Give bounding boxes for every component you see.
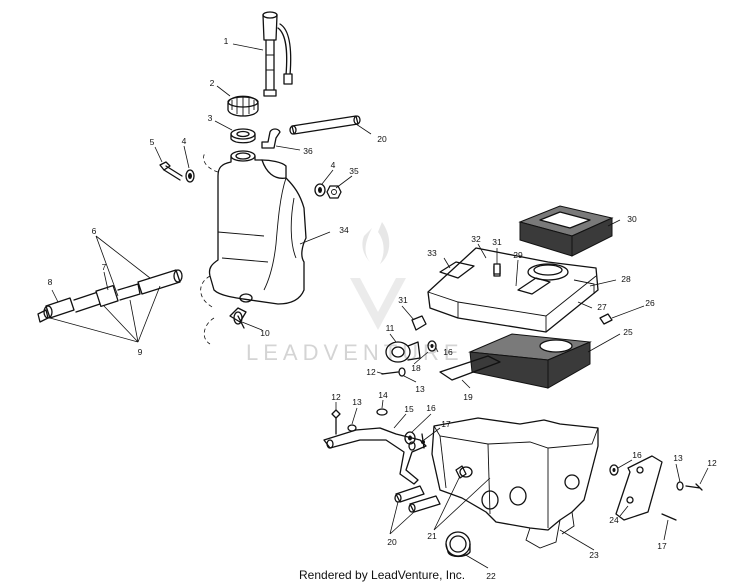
callout-1: 1: [224, 36, 229, 46]
foam-block-part: [518, 205, 614, 257]
callout-16-mid: 16: [426, 403, 436, 413]
vent-hose-part: [289, 115, 361, 135]
washer-13-left-part: [347, 424, 357, 432]
fuel-cap-part: [227, 95, 259, 117]
callout-28: 28: [621, 274, 631, 284]
callout-7: 7: [102, 262, 107, 272]
callout-10: 10: [260, 328, 270, 338]
callout-5: 5: [150, 137, 155, 147]
washer-left-part: [185, 169, 195, 183]
callout-20-upper: 20: [377, 134, 387, 144]
oring-14-part: [376, 408, 388, 416]
callout-31-upper: 31: [492, 237, 502, 247]
leader-lines: [49, 43, 709, 569]
clip-part: [599, 313, 613, 325]
watermark-logo: [350, 222, 406, 330]
fuel-line-assembly-part: [37, 269, 183, 323]
watermark-text: LEADVENTURE: [246, 340, 464, 365]
callout-27: 27: [597, 302, 607, 312]
callout-23: 23: [589, 550, 599, 560]
callout-35: 35: [349, 166, 359, 176]
callout-8: 8: [48, 277, 53, 287]
callout-22: 22: [486, 571, 496, 581]
callout-4-left: 4: [182, 136, 187, 146]
bracket-part: [323, 427, 427, 485]
rubber-ring-part: [445, 531, 471, 558]
callout-30: 30: [627, 214, 637, 224]
grommet-16-mid-part: [404, 431, 416, 445]
callout-labels: 1 2 3 4 5 36 20 4 35 34 6 7 8 9 10 33 32…: [48, 36, 717, 581]
screw-17-mid-part: [421, 433, 425, 449]
callout-12-upper: 12: [366, 367, 376, 377]
drain-hoses-part: [394, 485, 441, 513]
callout-32: 32: [471, 234, 481, 244]
callout-15: 15: [404, 404, 414, 414]
callout-16-right: 16: [632, 450, 642, 460]
clamp-clip-part: [411, 315, 427, 331]
callout-25: 25: [623, 327, 633, 337]
elbow-fitting-part: [261, 128, 281, 149]
callout-18: 18: [411, 363, 421, 373]
washer-13-right-part: [676, 481, 684, 491]
bolt-left-part: [159, 161, 183, 181]
grommet-18-part: [427, 340, 437, 352]
gasket-part: [230, 128, 256, 144]
callout-21: 21: [427, 531, 437, 541]
mount-plate-part: [615, 455, 663, 521]
callout-4-right: 4: [331, 160, 336, 170]
callout-36: 36: [303, 146, 313, 156]
callout-2: 2: [210, 78, 215, 88]
callout-9: 9: [138, 347, 143, 357]
callout-13-upper: 13: [415, 384, 425, 394]
washer-right-part: [314, 183, 326, 197]
callout-12-right: 12: [707, 458, 717, 468]
bolt-12-upper-part: [381, 367, 406, 377]
callout-13-right: 13: [673, 453, 683, 463]
callout-33: 33: [427, 248, 437, 258]
callout-29: 29: [513, 250, 523, 260]
screw-17-right-part: [661, 513, 677, 521]
callout-14: 14: [378, 390, 388, 400]
bolt-12-right-part: [685, 483, 703, 491]
callout-3: 3: [208, 113, 213, 123]
airbox-lid-part: [427, 247, 599, 333]
fuel-tank-part: [200, 150, 307, 345]
intake-boot-part: [385, 341, 421, 363]
bolt-12-left-part: [331, 409, 341, 435]
callout-17-mid: 17: [441, 419, 451, 429]
tank-fitting-part: [229, 307, 247, 329]
callout-16-upper: 16: [443, 347, 453, 357]
air-filter-part: [468, 333, 592, 389]
callout-11: 11: [386, 323, 395, 333]
callout-17-right: 17: [657, 541, 667, 551]
fitting-upper-part: [493, 263, 501, 275]
callout-13-left: 13: [352, 397, 362, 407]
airbox-gasket-part: [439, 355, 501, 381]
base-fitting-part: [455, 465, 467, 479]
callout-6: 6: [92, 226, 97, 236]
callout-34: 34: [339, 225, 349, 235]
credit-text: Rendered by LeadVenture, Inc.: [299, 568, 465, 582]
grommet-16-right-part: [609, 464, 619, 476]
callout-24: 24: [609, 515, 619, 525]
callout-31-lower: 31: [398, 295, 408, 305]
callout-26: 26: [645, 298, 655, 308]
callout-20-lower: 20: [387, 537, 397, 547]
callout-12-left: 12: [331, 392, 341, 402]
fuel-sender-part: [262, 11, 293, 97]
callout-19: 19: [463, 392, 473, 402]
nut-right-part: [326, 185, 342, 199]
